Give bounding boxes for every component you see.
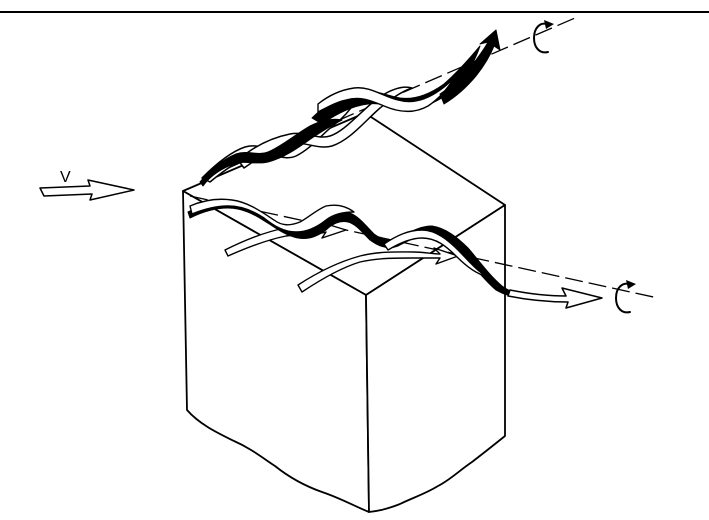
top-rotation-arrowhead [544,20,554,29]
lower-vortex-light-band-2 [383,229,487,277]
block-right-face [365,204,506,513]
upper-vortex-light-band [317,77,455,113]
wind-velocity-arrow: V [39,169,135,201]
rotation-icon [532,20,636,314]
lower-vortex [187,198,603,309]
right-rotation-arrowhead [626,280,636,289]
building-block [182,112,506,513]
top-rotation-arrow [532,22,549,54]
lower-outflow-arrow [507,287,603,309]
upper-outflow-arrow [439,29,501,105]
wind-arrow-shape [39,179,135,201]
lower-vortex-light-band [189,198,355,233]
upper-vortex-dark-band [199,118,343,187]
upper-vortex [199,29,501,187]
velocity-label: V [60,169,71,186]
lower-axis-line [189,195,659,299]
lower-streamline-2 [297,247,459,293]
right-rotation-arrow [614,282,631,314]
